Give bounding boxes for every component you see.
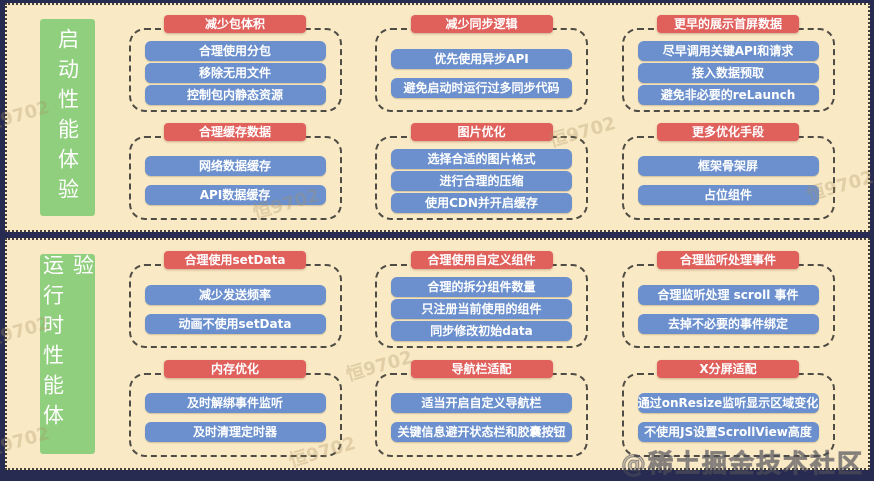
item-pill: 同步修改初始data xyxy=(391,321,572,342)
group-title: 合理缓存数据 xyxy=(164,122,306,141)
item-pill: 合理使用分包 xyxy=(144,41,326,62)
group-items-box: 合理监听处理 scroll 事件去掉不必要的事件绑定 xyxy=(621,264,835,349)
item-pill: 及时解绑事件监听 xyxy=(144,392,326,413)
group-title: 合理使用setData xyxy=(164,251,306,270)
group-title: 内存优化 xyxy=(164,359,306,378)
item-pill: 不使用JS设置ScrollView高度 xyxy=(637,422,819,443)
item-pill: 进行合理的压缩 xyxy=(391,170,572,191)
item-pill: 尽早调用关键API和请求 xyxy=(637,41,819,62)
group: X分屏适配通过onResize监听显示区域变化不使用JS设置ScrollView… xyxy=(621,359,835,457)
item-pill: API数据缓存 xyxy=(144,185,326,206)
group-title: 合理使用自定义组件 xyxy=(410,251,553,270)
item-pill: 使用CDN并开启缓存 xyxy=(391,192,572,213)
group-items-box: 减少发送频率动画不使用setData xyxy=(128,264,342,349)
group-items-box: 网络数据缓存 API数据缓存 xyxy=(128,135,342,220)
group-title: 更多优化手段 xyxy=(657,122,799,141)
group-items-box: 优先使用异步API 避免启动时运行过多同步代码 xyxy=(375,28,588,113)
group-title: 减少包体积 xyxy=(164,15,306,34)
startup-groups-grid: 减少包体积合理使用分包移除无用文件控制包内静态资源减少同步逻辑优先使用异步API… xyxy=(95,5,868,230)
item-pill: 及时清理定时器 xyxy=(144,422,326,443)
group-items-box: 框架骨架屏占位组件 xyxy=(621,135,835,220)
section-label-startup: 启动性能体验 xyxy=(40,19,95,216)
item-pill: 框架骨架屏 xyxy=(637,155,819,176)
item-pill: 只注册当前使用的组件 xyxy=(391,299,572,320)
group: 内存优化及时解绑事件监听及时清理定时器 xyxy=(128,359,342,457)
group: 图片优化选择合适的图片格式进行合理的压缩使用CDN并开启缓存 xyxy=(375,122,588,220)
group: 合理监听处理事件合理监听处理 scroll 事件去掉不必要的事件绑定 xyxy=(621,251,835,349)
group: 合理使用自定义组件合理的拆分组件数量只注册当前使用的组件同步修改初始data xyxy=(375,251,588,349)
group-title: 减少同步逻辑 xyxy=(410,15,553,34)
item-pill: 合理的拆分组件数量 xyxy=(391,277,572,298)
item-pill: 控制包内静态资源 xyxy=(144,85,326,106)
group-items-box: 及时解绑事件监听及时清理定时器 xyxy=(128,372,342,457)
item-pill: 网络数据缓存 xyxy=(144,155,326,176)
group-items-box: 尽早调用关键API和请求接入数据预取避免非必要的reLaunch xyxy=(621,28,835,113)
item-pill: 避免非必要的reLaunch xyxy=(637,85,819,106)
group-title: 导航栏适配 xyxy=(410,359,553,378)
group: 导航栏适配适当开启自定义导航栏关键信息避开状态栏和胶囊按钮 xyxy=(375,359,588,457)
item-pill: 接入数据预取 xyxy=(637,63,819,84)
group-items-box: 选择合适的图片格式进行合理的压缩使用CDN并开启缓存 xyxy=(375,135,588,220)
item-pill: 关键信息避开状态栏和胶囊按钮 xyxy=(391,422,572,443)
group: 减少同步逻辑优先使用异步API 避免启动时运行过多同步代码 xyxy=(375,15,588,113)
group-title: 图片优化 xyxy=(410,122,553,141)
group-items-box: 通过onResize监听显示区域变化不使用JS设置ScrollView高度 xyxy=(621,372,835,457)
item-pill: 选择合适的图片格式 xyxy=(391,148,572,169)
group: 减少包体积合理使用分包移除无用文件控制包内静态资源 xyxy=(128,15,342,113)
item-pill: 合理监听处理 scroll 事件 xyxy=(637,284,819,305)
item-pill: 动画不使用setData xyxy=(144,313,326,334)
group: 更早的展示首屏数据尽早调用关键API和请求接入数据预取避免非必要的reLaunc… xyxy=(621,15,835,113)
item-pill: 移除无用文件 xyxy=(144,63,326,84)
item-pill: 避免启动时运行过多同步代码 xyxy=(391,77,572,98)
group: 更多优化手段框架骨架屏占位组件 xyxy=(621,122,835,220)
group-items-box: 合理使用分包移除无用文件控制包内静态资源 xyxy=(128,28,342,113)
item-pill: 优先使用异步API xyxy=(391,48,572,69)
group-items-box: 适当开启自定义导航栏关键信息避开状态栏和胶囊按钮 xyxy=(375,372,588,457)
item-pill: 适当开启自定义导航栏 xyxy=(391,392,572,413)
group-title: 合理监听处理事件 xyxy=(657,251,799,270)
item-pill: 去掉不必要的事件绑定 xyxy=(637,313,819,334)
group-items-box: 合理的拆分组件数量只注册当前使用的组件同步修改初始data xyxy=(375,264,588,349)
group: 合理缓存数据网络数据缓存 API数据缓存 xyxy=(128,122,342,220)
group-title: 更早的展示首屏数据 xyxy=(657,15,799,34)
item-pill: 占位组件 xyxy=(637,185,819,206)
item-pill: 减少发送频率 xyxy=(144,284,326,305)
section-startup-performance: 启动性能体验 减少包体积合理使用分包移除无用文件控制包内静态资源减少同步逻辑优先… xyxy=(5,3,870,232)
section-label-runtime: 运行时性能体验 xyxy=(40,254,95,454)
group-title: X分屏适配 xyxy=(657,359,799,378)
item-pill: 通过onResize监听显示区域变化 xyxy=(637,392,819,413)
